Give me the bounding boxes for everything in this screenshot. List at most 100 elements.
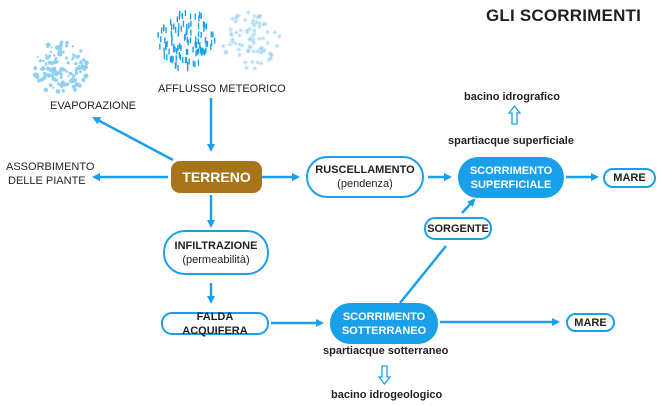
label-assorbimento: ASSORBIMENTO bbox=[6, 161, 95, 173]
svg-text:✳: ✳ bbox=[244, 29, 250, 37]
svg-text:✳: ✳ bbox=[267, 50, 273, 58]
svg-text:✳: ✳ bbox=[255, 14, 261, 22]
node-ruscellamento-label: RUSCELLAMENTO bbox=[315, 164, 415, 176]
svg-text:✳: ✳ bbox=[227, 41, 233, 49]
svg-text:✳: ✳ bbox=[251, 12, 257, 20]
svg-text:✳: ✳ bbox=[228, 30, 234, 38]
svg-text:✳: ✳ bbox=[258, 60, 264, 68]
hollow-arrow-up bbox=[507, 104, 522, 125]
svg-text:✳: ✳ bbox=[250, 48, 256, 56]
node-mare-sotterraneo: MARE bbox=[566, 313, 615, 332]
node-scorrimento-sotterraneo-l2: SOTTERRANEO bbox=[341, 324, 427, 337]
label-bacino-idrografico: bacino idrografico bbox=[464, 91, 560, 103]
node-mare-superficiale-label: MARE bbox=[613, 172, 646, 184]
svg-text:✳: ✳ bbox=[256, 36, 262, 44]
svg-text:✳: ✳ bbox=[258, 49, 264, 57]
svg-text:✳: ✳ bbox=[261, 21, 267, 29]
label-delle-piante: DELLE PIANTE bbox=[8, 175, 86, 187]
page-title: GLI SCORRIMENTI bbox=[486, 6, 642, 25]
svg-text:✳: ✳ bbox=[256, 13, 262, 21]
label-bacino-idrogeologico: bacino idrogeologico bbox=[331, 389, 443, 401]
rain-icon bbox=[157, 9, 216, 72]
svg-text:✳: ✳ bbox=[254, 48, 260, 56]
svg-text:✳: ✳ bbox=[274, 43, 280, 51]
node-ruscellamento: RUSCELLAMENTO (pendenza) bbox=[306, 156, 424, 198]
evaporation-icon bbox=[32, 40, 89, 94]
svg-text:✳: ✳ bbox=[239, 42, 245, 50]
svg-text:✳: ✳ bbox=[230, 38, 236, 46]
svg-text:✳: ✳ bbox=[247, 43, 253, 51]
node-infiltrazione-label: INFILTRAZIONE bbox=[174, 239, 258, 252]
svg-text:✳: ✳ bbox=[229, 31, 235, 39]
svg-text:✳: ✳ bbox=[272, 29, 278, 37]
svg-text:✳: ✳ bbox=[223, 49, 229, 57]
svg-text:✳: ✳ bbox=[237, 32, 243, 40]
svg-text:✳: ✳ bbox=[245, 9, 251, 17]
node-scorrimento-superficiale-l2: SUPERFICIALE bbox=[470, 178, 552, 191]
svg-text:✳: ✳ bbox=[256, 24, 262, 32]
svg-text:✳: ✳ bbox=[234, 13, 240, 21]
svg-text:✳: ✳ bbox=[259, 45, 265, 53]
svg-text:✳: ✳ bbox=[229, 36, 235, 44]
svg-text:✳: ✳ bbox=[252, 65, 258, 73]
label-evaporazione: EVAPORAZIONE bbox=[50, 100, 136, 112]
snow-icon: ✳✳✳✳✳✳✳✳✳✳✳✳✳✳✳✳✳✳✳✳✳✳✳✳✳✳✳✳✳✳✳✳✳✳✳✳✳✳✳✳… bbox=[220, 9, 282, 73]
svg-text:✳: ✳ bbox=[269, 52, 275, 60]
label-spartiacque-superficiale: spartiacque superficiale bbox=[448, 135, 574, 147]
node-infiltrazione: INFILTRAZIONE (permeabilità) bbox=[163, 230, 269, 275]
node-scorrimento-sotterraneo-l1: SCORRIMENTO bbox=[342, 310, 426, 323]
svg-text:✳: ✳ bbox=[244, 27, 250, 35]
svg-text:✳: ✳ bbox=[260, 35, 266, 43]
svg-text:✳: ✳ bbox=[247, 36, 253, 44]
svg-text:✳: ✳ bbox=[242, 59, 248, 67]
svg-text:✳: ✳ bbox=[251, 22, 257, 30]
label-afflusso-meteorico: AFFLUSSO METEORICO bbox=[158, 83, 286, 95]
svg-text:✳: ✳ bbox=[229, 15, 235, 23]
label-spartiacque-sotterraneo: spartiacque sotterraneo bbox=[323, 345, 449, 357]
svg-text:✳: ✳ bbox=[265, 40, 271, 48]
svg-text:✳: ✳ bbox=[251, 40, 257, 48]
svg-text:✳: ✳ bbox=[252, 30, 258, 38]
svg-text:✳: ✳ bbox=[228, 26, 234, 34]
svg-text:✳: ✳ bbox=[268, 55, 274, 63]
node-ruscellamento-sub: (pendenza) bbox=[337, 178, 393, 190]
svg-text:✳: ✳ bbox=[262, 20, 268, 28]
svg-text:✳: ✳ bbox=[247, 36, 253, 44]
svg-text:✳: ✳ bbox=[277, 33, 283, 41]
svg-text:✳: ✳ bbox=[257, 13, 263, 21]
svg-text:✳: ✳ bbox=[256, 20, 262, 28]
node-terreno: TERRENO bbox=[171, 161, 262, 193]
arrow-sotterraneo-sorgente bbox=[399, 245, 447, 304]
svg-text:✳: ✳ bbox=[266, 57, 272, 65]
svg-text:✳: ✳ bbox=[244, 65, 250, 73]
svg-text:✳: ✳ bbox=[251, 27, 257, 35]
svg-text:✳: ✳ bbox=[247, 25, 253, 33]
svg-text:✳: ✳ bbox=[254, 19, 260, 27]
svg-text:✳: ✳ bbox=[249, 33, 255, 41]
svg-text:✳: ✳ bbox=[264, 29, 270, 37]
svg-text:✳: ✳ bbox=[260, 48, 266, 56]
svg-text:✳: ✳ bbox=[268, 51, 274, 59]
svg-text:✳: ✳ bbox=[236, 12, 242, 20]
node-scorrimento-superficiale-l1: SCORRIMENTO bbox=[469, 164, 553, 177]
node-sorgente-label: SORGENTE bbox=[427, 222, 489, 235]
svg-text:✳: ✳ bbox=[245, 47, 251, 55]
svg-text:✳: ✳ bbox=[220, 42, 226, 50]
node-mare-sotterraneo-label: MARE bbox=[574, 316, 607, 329]
svg-text:✳: ✳ bbox=[242, 17, 248, 25]
svg-text:✳: ✳ bbox=[237, 51, 243, 59]
arrow-terreno-evaporazione bbox=[92, 116, 174, 162]
svg-text:✳: ✳ bbox=[233, 29, 239, 37]
svg-text:✳: ✳ bbox=[223, 49, 229, 57]
svg-text:✳: ✳ bbox=[250, 17, 256, 25]
svg-text:✳: ✳ bbox=[249, 58, 255, 66]
arrow-sorgente-scorrimento bbox=[461, 198, 476, 214]
svg-text:✳: ✳ bbox=[237, 41, 243, 49]
svg-text:✳: ✳ bbox=[247, 44, 253, 52]
node-falda-acquifera-label: FALDA ACQUIFERA bbox=[182, 310, 248, 337]
node-scorrimento-superficiale: SCORRIMENTO SUPERFICIALE bbox=[458, 157, 564, 198]
svg-text:✳: ✳ bbox=[233, 40, 239, 48]
svg-text:✳: ✳ bbox=[236, 46, 242, 54]
svg-text:✳: ✳ bbox=[255, 59, 261, 67]
